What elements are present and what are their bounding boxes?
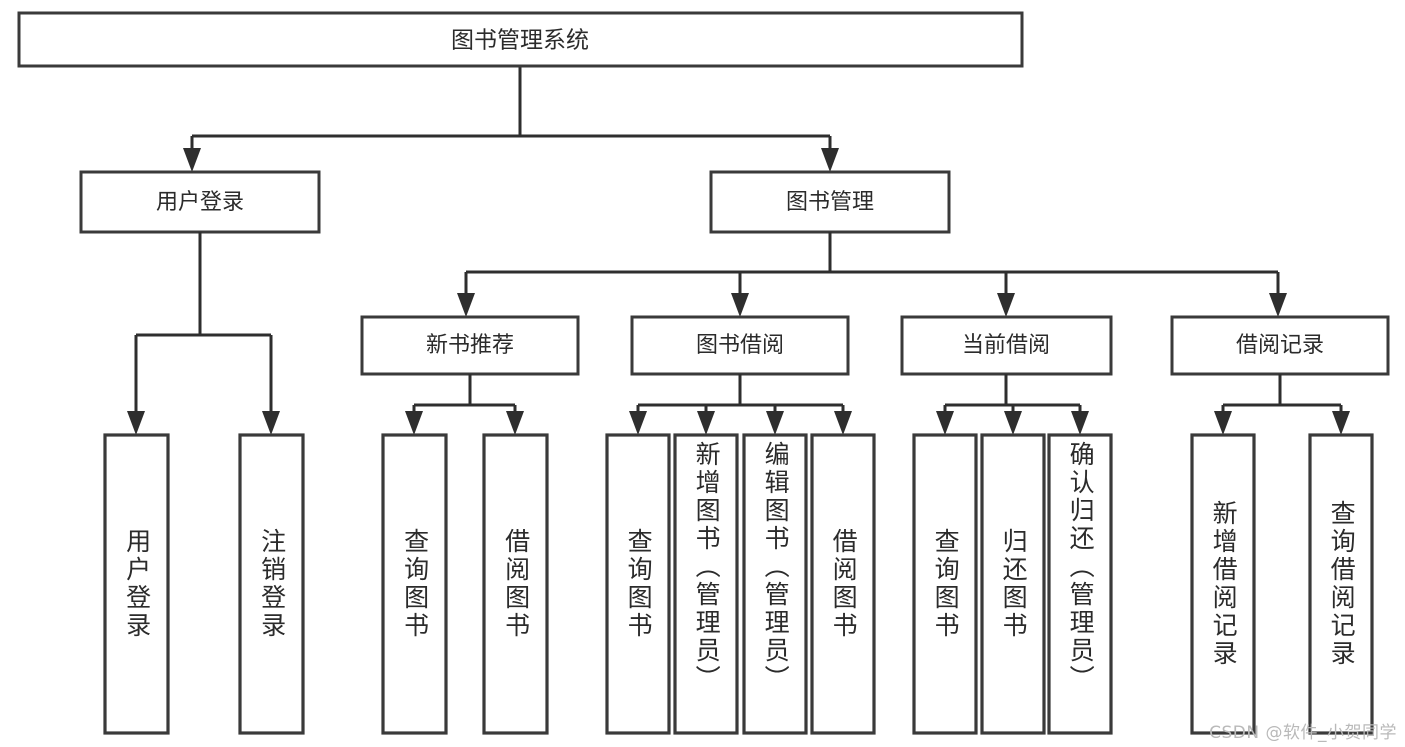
arrow-head-to-borrow-record (1269, 293, 1287, 317)
leaf-box-query-book-3[interactable] (912, 433, 978, 735)
node-book-manage[interactable]: 图书管理 (709, 170, 951, 234)
node-new-book-recommend-box[interactable] (360, 315, 580, 376)
arrow-head-leaf-add-borrow-record (1214, 411, 1232, 435)
arrow-head-leaf-borrow-book-2 (834, 411, 852, 435)
node-book-manage-label: 图书管理 (786, 190, 874, 215)
connector-userlogin-to-leaves (127, 232, 280, 435)
node-borrow-record[interactable]: 借阅记录 (1170, 315, 1390, 376)
leaf-box-return-book[interactable] (980, 433, 1046, 735)
connector-bookmanage-to-level2 (457, 232, 1287, 317)
connector-root-to-level1 (183, 66, 839, 172)
leaf-box-borrow-book-1[interactable] (482, 433, 549, 735)
node-book-borrow-label: 图书借阅 (696, 333, 784, 358)
node-current-borrow-label: 当前借阅 (962, 333, 1050, 358)
arrow-head-to-new-book-recommend (457, 293, 475, 317)
leaf-box-add-borrow-record[interactable] (1190, 433, 1256, 735)
arrow-head-to-book-borrow (731, 293, 749, 317)
arrow-head-leaf-add-book (697, 411, 715, 435)
leaf-box-edit-book[interactable] (742, 433, 808, 735)
node-current-borrow-box[interactable] (900, 315, 1113, 376)
arrow-head-leaf-confirm-return (1071, 411, 1089, 435)
node-borrow-record-box[interactable] (1170, 315, 1390, 376)
leaf-box-user-login[interactable] (103, 433, 170, 735)
leaf-box-confirm-return[interactable] (1047, 433, 1113, 735)
connector-borrowrecord-to-leaves (1214, 374, 1350, 435)
node-book-borrow[interactable]: 图书借阅 (630, 315, 850, 376)
leaf-box-add-book[interactable] (673, 433, 739, 735)
arrow-head-leaf-query-borrow-record (1332, 411, 1350, 435)
arrow-head-leaf-query-book-3 (936, 411, 954, 435)
arrow-head-leaf-query-book-2 (629, 411, 647, 435)
leaf-box-logout-login[interactable] (238, 433, 305, 735)
connector-newbook-to-leaves (405, 374, 524, 435)
connector-currentborrow-to-leaves (936, 374, 1089, 435)
arrow-head-to-book-manage (821, 148, 839, 172)
node-user-login-label: 用户登录 (156, 190, 244, 215)
csdn-watermark: CSDN @软件_小贺同学 (1209, 723, 1397, 743)
arrow-head-leaf-edit-book (766, 411, 784, 435)
node-root-box[interactable] (17, 11, 1024, 68)
node-book-borrow-box[interactable] (630, 315, 850, 376)
leaf-boxes (103, 433, 1374, 735)
arrow-head-leaf-logout-login (262, 411, 280, 435)
arrow-head-leaf-user-login (127, 411, 145, 435)
leaf-box-query-book-1[interactable] (381, 433, 448, 735)
arrow-head-leaf-borrow-book-1 (506, 411, 524, 435)
node-new-book-recommend[interactable]: 新书推荐 (360, 315, 580, 376)
node-new-book-recommend-label: 新书推荐 (426, 333, 514, 358)
node-borrow-record-label: 借阅记录 (1236, 333, 1324, 358)
arrow-head-to-user-login (183, 148, 201, 172)
connector-bookborrow-to-leaves (629, 374, 852, 435)
node-user-login-box[interactable] (79, 170, 321, 234)
node-root-label: 图书管理系统 (451, 28, 589, 54)
node-root[interactable]: 图书管理系统 (17, 11, 1024, 68)
arrow-head-to-current-borrow (997, 293, 1015, 317)
leaf-box-borrow-book-2[interactable] (810, 433, 876, 735)
node-user-login[interactable]: 用户登录 (79, 170, 321, 234)
arrow-head-leaf-return-book (1004, 411, 1022, 435)
arrow-head-leaf-query-book-1 (405, 411, 423, 435)
leaf-box-query-book-2[interactable] (605, 433, 671, 735)
node-current-borrow[interactable]: 当前借阅 (900, 315, 1113, 376)
leaf-box-query-borrow-record[interactable] (1308, 433, 1374, 735)
